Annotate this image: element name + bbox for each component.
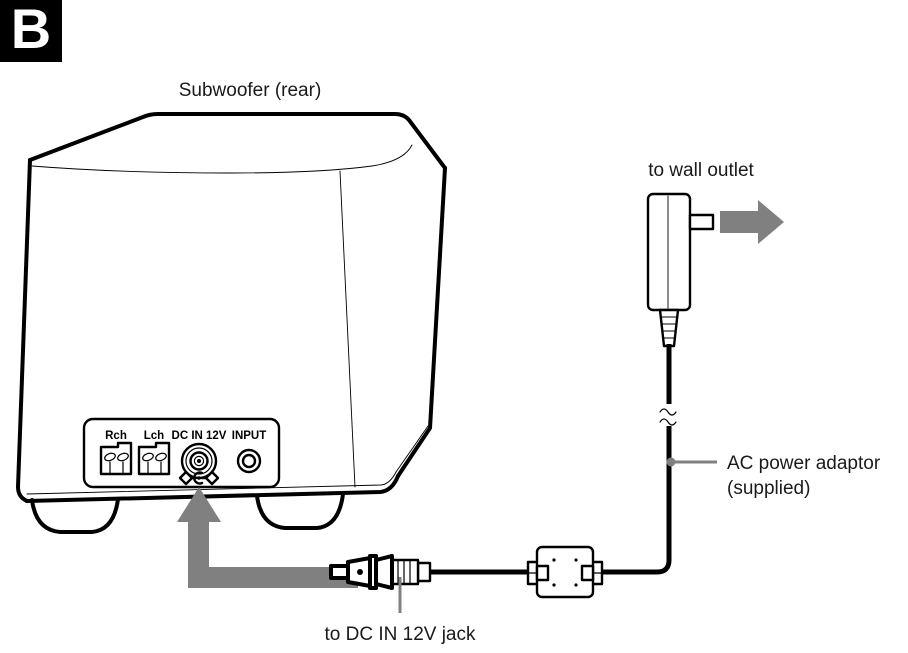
port-label-rch: Rch <box>105 430 127 442</box>
step-badge: B <box>0 0 62 62</box>
page-title: Subwoofer (rear) <box>179 80 322 101</box>
wall-outlet-direction-arrow <box>720 200 784 244</box>
cable-break-symbol <box>659 404 677 426</box>
subwoofer-left-edge <box>16 158 32 503</box>
subwoofer-right-edge <box>396 166 447 478</box>
step-badge-background <box>0 0 62 62</box>
audio-input-jack-icon <box>236 448 262 474</box>
ac-power-adaptor: to wall outlet <box>646 160 784 348</box>
cable-strain-relief <box>658 308 680 348</box>
dc-power-jack-icon <box>180 442 218 480</box>
callout-wall-outlet: to wall outlet <box>648 160 754 181</box>
plug-ribbed-grip <box>390 558 420 586</box>
connector-panel-outline <box>82 417 281 489</box>
subwoofer-illustration: Rch Lch <box>16 112 447 534</box>
callout-dc-jack-label: to DC IN 12V jack <box>325 624 476 645</box>
callout-adaptor-line1: AC power adaptor <box>727 453 881 474</box>
subwoofer-bottom-inner-line <box>26 471 397 495</box>
subwoofer-foot-right <box>255 492 345 530</box>
speaker-terminal-icon <box>99 441 133 476</box>
plug-cable-boot <box>416 561 432 583</box>
dc-barrel-plug <box>329 554 432 590</box>
port-lch[interactable]: Lch <box>137 430 171 476</box>
adaptor-cable-vertical <box>600 344 672 575</box>
callout-adaptor-line2: (supplied) <box>727 478 810 499</box>
port-label-dc-in: DC IN 12V <box>172 430 227 442</box>
subwoofer-bottom-edge <box>25 474 400 503</box>
center-negative-polarity-icon <box>178 470 220 486</box>
inline-ferrite-core <box>526 545 604 599</box>
step-badge-letter: B <box>11 0 51 60</box>
subwoofer-foot-left <box>30 497 120 534</box>
wall-plug-prong <box>688 213 715 231</box>
callout-ac-power-adaptor: AC power adaptor (supplied) <box>666 453 881 499</box>
port-dc-in-12v[interactable]: DC IN 12V <box>172 430 227 486</box>
adaptor-body <box>646 192 692 312</box>
plug-taper <box>374 554 394 590</box>
rear-connector-panel: Rch Lch <box>82 417 281 489</box>
plug-tip <box>329 564 350 580</box>
subwoofer-top-outline <box>28 112 447 170</box>
port-rch[interactable]: Rch <box>99 430 133 476</box>
plug-grip-ribs <box>397 559 411 585</box>
speaker-terminal-icon <box>137 441 171 476</box>
callout-dc-in-jack: to DC IN 12V jack <box>325 577 476 645</box>
strain-relief-ribs <box>660 316 678 339</box>
port-input[interactable]: INPUT <box>232 430 267 474</box>
port-label-input: INPUT <box>232 430 267 442</box>
subwoofer-top-inner-edge <box>31 144 413 174</box>
plug-centre-contact <box>357 569 363 575</box>
subwoofer-side-crease <box>339 170 356 488</box>
port-label-lch: Lch <box>144 430 164 442</box>
subwoofer-bevel-line <box>395 425 429 473</box>
